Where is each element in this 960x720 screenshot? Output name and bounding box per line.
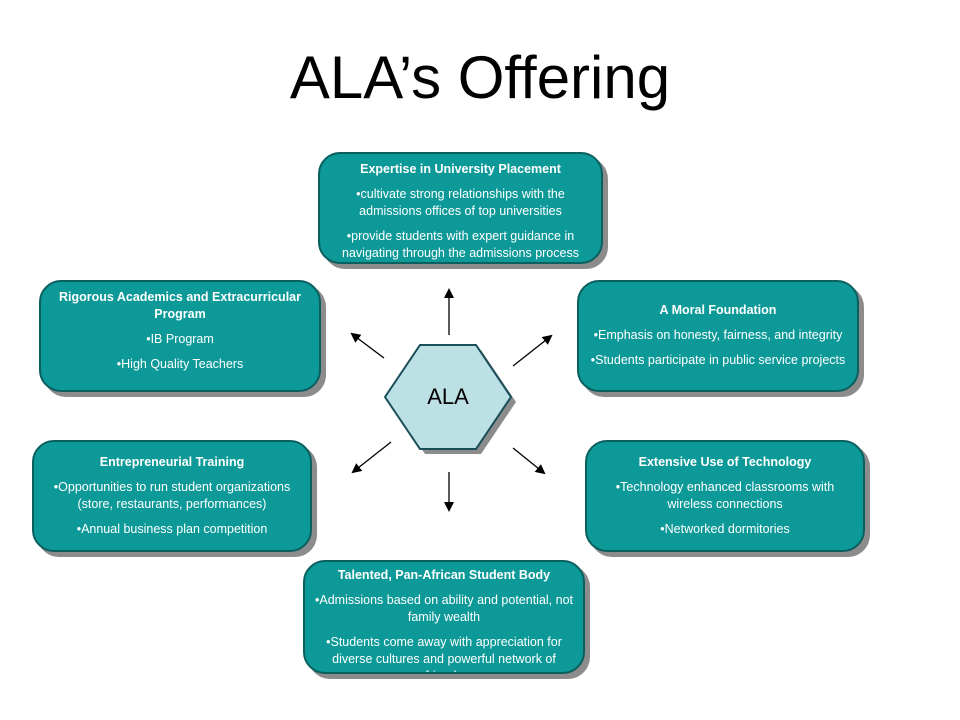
box-university-placement: Expertise in University Placement •culti…	[318, 152, 603, 264]
arrow-down-right	[512, 447, 546, 475]
box-heading: Rigorous Academics and Extracurricular P…	[59, 290, 301, 321]
arrow-up-right	[512, 334, 553, 367]
center-hexagon: ALA	[383, 340, 523, 460]
box-bullet: •Students participate in public service …	[590, 353, 846, 367]
arrow-up-left	[350, 332, 385, 359]
box-bullet: •Annual business plan competition	[76, 522, 268, 536]
box-heading: A Moral Foundation	[659, 303, 777, 317]
box-moral-foundation: A Moral Foundation •Emphasis on honesty,…	[577, 280, 859, 392]
box-heading: Entrepreneurial Training	[99, 455, 245, 469]
box-bullet: •IB Program	[146, 332, 214, 346]
box-bullet: •Technology enhanced classrooms with wir…	[615, 480, 835, 511]
box-bullet: •Emphasis on honesty, fairness, and inte…	[593, 328, 843, 342]
box-heading: Expertise in University Placement	[360, 162, 561, 176]
box-heading: Extensive Use of Technology	[638, 455, 812, 469]
box-bullet: •Students come away with appreciation fo…	[326, 635, 562, 672]
box-technology: Extensive Use of Technology •Technology …	[585, 440, 865, 552]
box-bullet: •cultivate strong relationships with the…	[356, 187, 565, 218]
arrow-down-left	[351, 441, 392, 474]
box-bullet: •High Quality Teachers	[116, 357, 244, 371]
box-academics: Rigorous Academics and Extracurricular P…	[39, 280, 321, 392]
box-bullet: •Networked dormitories	[660, 522, 790, 536]
hexagon-shape	[383, 344, 516, 454]
box-bullet: •Opportunities to run student organizati…	[53, 480, 291, 511]
box-entrepreneurial: Entrepreneurial Training •Opportunities …	[32, 440, 312, 552]
box-student-body: Talented, Pan-African Student Body •Admi…	[303, 560, 585, 674]
center-label: ALA	[427, 384, 469, 409]
box-bullet: •Admissions based on ability and potenti…	[314, 593, 573, 624]
slide-title: ALA’s Offering	[289, 44, 671, 111]
box-bullet: •provide students with expert guidance i…	[342, 229, 579, 260]
box-heading: Talented, Pan-African Student Body	[337, 568, 551, 582]
